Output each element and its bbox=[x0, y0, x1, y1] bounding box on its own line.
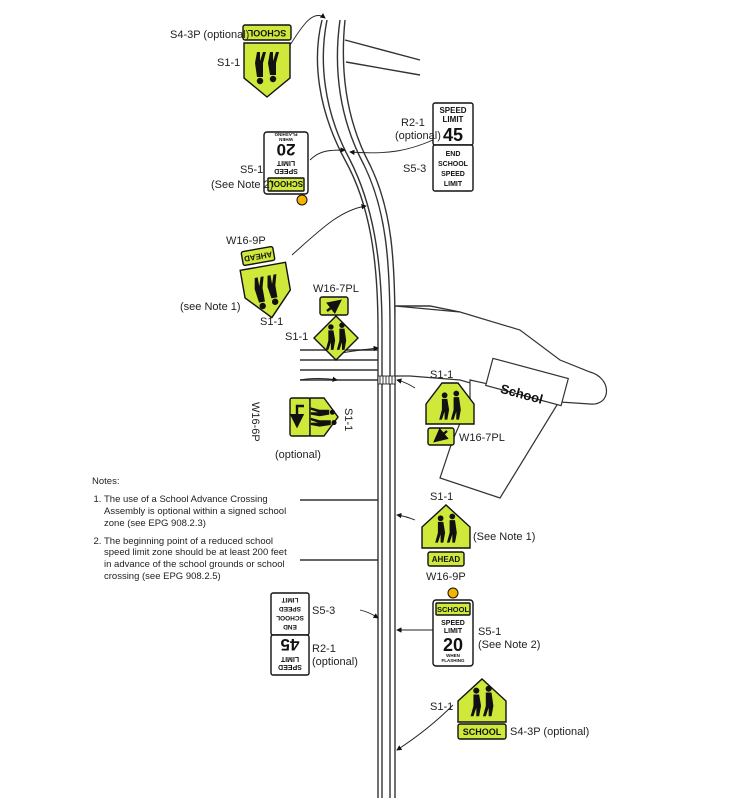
sign-s1-1-crossing-upper bbox=[313, 296, 359, 361]
w16-7pl-upper-arrow bbox=[326, 299, 342, 315]
s5-1-bottom-school: SCHOOL bbox=[437, 605, 470, 614]
s1-1-sign-bottom bbox=[457, 678, 507, 723]
s1-1-sign-rotated bbox=[309, 397, 339, 437]
label-w16-9p-top: W16-9P bbox=[226, 235, 266, 247]
label-s5-1-bottom-note: (See Note 2) bbox=[478, 639, 540, 651]
s5-3-bottom-school: SCHOOL bbox=[276, 614, 304, 621]
sign-s5-1-top: SCHOOL SPEED LIMIT 20 WHEN FLASHING bbox=[263, 131, 309, 195]
label-s5-1-bottom: S5-1 bbox=[478, 626, 501, 638]
r2-1-bottom-limit: LIMIT bbox=[280, 655, 299, 662]
flasher-light-top bbox=[296, 194, 308, 206]
s5-1-top-value: 20 bbox=[277, 140, 296, 159]
label-r2-1-top: R2-1 bbox=[401, 117, 425, 129]
r2-1-top-value: 45 bbox=[443, 125, 463, 145]
label-r2-1-bottom: R2-1 bbox=[312, 643, 336, 655]
s5-1-bottom-when: WHEN bbox=[446, 653, 460, 658]
s5-3-top-speed: SPEED bbox=[441, 171, 465, 178]
notes-block: Notes: The use of a School Advance Cross… bbox=[92, 476, 292, 589]
label-w16-7pl-school: W16-7PL bbox=[459, 432, 505, 444]
note-item-2: The beginning point of a reduced school … bbox=[104, 536, 292, 584]
sign-s5-3-r2-1-bottom: END SCHOOL SPEED LIMIT SPEED LIMIT 45 bbox=[270, 592, 310, 676]
s5-1-bottom-speed: SPEED bbox=[441, 620, 465, 627]
flasher-light-bottom bbox=[447, 587, 459, 599]
s4-3p-plaque-bottom-text: SCHOOL bbox=[463, 727, 502, 737]
label-see-note1-right: (See Note 1) bbox=[473, 531, 535, 543]
sign-s1-1-rotated-assembly bbox=[289, 397, 339, 437]
s5-1-top-limit: LIMIT bbox=[276, 159, 295, 166]
s5-1-top-school: SCHOOL bbox=[269, 179, 303, 188]
label-w16-9p-right: W16-9P bbox=[426, 571, 466, 583]
w16-6p-plaque bbox=[289, 397, 311, 437]
s5-1-top-when: WHEN bbox=[279, 137, 293, 142]
s5-1-bottom-flashing: FLASHING bbox=[442, 658, 465, 663]
label-s5-1-top: S5-1 bbox=[240, 164, 263, 176]
w16-9p-plaque-right bbox=[427, 551, 465, 567]
s5-1-top-speed: SPEED bbox=[274, 167, 298, 174]
r2-1-bottom-value: 45 bbox=[281, 635, 300, 654]
label-w16-6p: W16-6P bbox=[249, 402, 261, 442]
s5-1-top-flashing: FLASHING bbox=[274, 132, 297, 137]
s4-3p-plaque-top-text: SCHOOL bbox=[247, 28, 286, 38]
sign-s5-1-bottom: SCHOOL SPEED LIMIT 20 WHEN FLASHING bbox=[432, 587, 474, 667]
s5-3-bottom-limit: LIMIT bbox=[281, 596, 298, 603]
label-see-note1-left: (see Note 1) bbox=[180, 301, 241, 313]
s1-1-sign-advance-right bbox=[421, 504, 471, 549]
s5-3-top-end: END bbox=[446, 151, 461, 158]
label-r2-1-bottom-optional: (optional) bbox=[312, 656, 358, 668]
s5-1-bottom-limit: LIMIT bbox=[444, 628, 463, 635]
w16-9p-right-text: AHEAD bbox=[432, 555, 461, 564]
sign-s1-1-top-assembly: SCHOOL bbox=[242, 24, 292, 98]
sign-s1-1-advance-right: AHEAD bbox=[421, 504, 471, 567]
label-s4-3p-top: S4-3P (optional) bbox=[170, 29, 249, 41]
school-building: School bbox=[394, 305, 607, 499]
label-s5-1-top-note: (See Note 2) bbox=[211, 179, 273, 191]
label-s1-1-rotated: S1-1 bbox=[342, 408, 354, 431]
label-s5-3-bottom: S5-3 bbox=[312, 605, 335, 617]
s4-3p-plaque-bottom bbox=[457, 723, 507, 740]
w16-7pl-school-arrow bbox=[433, 427, 449, 443]
r2-1-bottom-speed: SPEED bbox=[278, 663, 302, 670]
s5-3-top-limit: LIMIT bbox=[444, 181, 463, 188]
s5-3-bottom-speed: SPEED bbox=[279, 605, 301, 612]
note-item-1: The use of a School Advance Crossing Ass… bbox=[104, 494, 292, 530]
label-s5-3-top: S5-3 bbox=[403, 163, 426, 175]
label-s1-1-advance-left: S1-1 bbox=[260, 316, 283, 328]
sign-s1-1-crossing-school bbox=[425, 382, 475, 446]
label-s1-1-right: S1-1 bbox=[430, 491, 453, 503]
label-r2-1-top-optional: (optional) bbox=[395, 130, 441, 142]
s5-3-top-school: SCHOOL bbox=[438, 161, 469, 168]
school-crosswalk bbox=[377, 375, 396, 385]
s4-3p-plaque-top bbox=[242, 24, 292, 41]
leader-lines bbox=[289, 13, 454, 751]
s5-3-bottom-end: END bbox=[283, 623, 297, 630]
sign-r2-1-s5-3-top: SPEED LIMIT 45 END SCHOOL SPEED LIMIT bbox=[432, 102, 474, 192]
sign-s1-1-bottom-assembly: SCHOOL bbox=[457, 678, 507, 740]
notes-title: Notes: bbox=[92, 476, 120, 487]
sign-s1-1-advance-left: AHEAD bbox=[239, 245, 292, 319]
w16-9p-plaque-left bbox=[240, 245, 276, 267]
s1-1-sign-crossing-upper bbox=[313, 315, 359, 361]
s5-1-bottom-value: 20 bbox=[443, 635, 463, 655]
label-s1-1-bottom: S1-1 bbox=[430, 701, 453, 713]
label-s4-3p-bottom: S4-3P (optional) bbox=[510, 726, 589, 738]
label-optional-left: (optional) bbox=[275, 449, 321, 461]
s1-1-sign-advance-left bbox=[239, 261, 292, 319]
label-w16-7pl-upper: W16-7PL bbox=[313, 283, 359, 295]
s5-3-sign-top bbox=[432, 144, 474, 192]
label-s1-1-school: S1-1 bbox=[430, 369, 453, 381]
w16-6p-arrow bbox=[289, 404, 305, 429]
notes-list: The use of a School Advance Crossing Ass… bbox=[92, 494, 292, 583]
label-s1-1-crossing-upper: S1-1 bbox=[285, 331, 308, 343]
r2-1-top-speed: SPEED bbox=[439, 106, 466, 115]
s1-1-sign-crossing-school bbox=[425, 382, 475, 425]
r2-1-top-limit: LIMIT bbox=[443, 115, 464, 124]
s1-1-sign-top bbox=[243, 42, 291, 98]
label-s1-1-top: S1-1 bbox=[217, 57, 240, 69]
